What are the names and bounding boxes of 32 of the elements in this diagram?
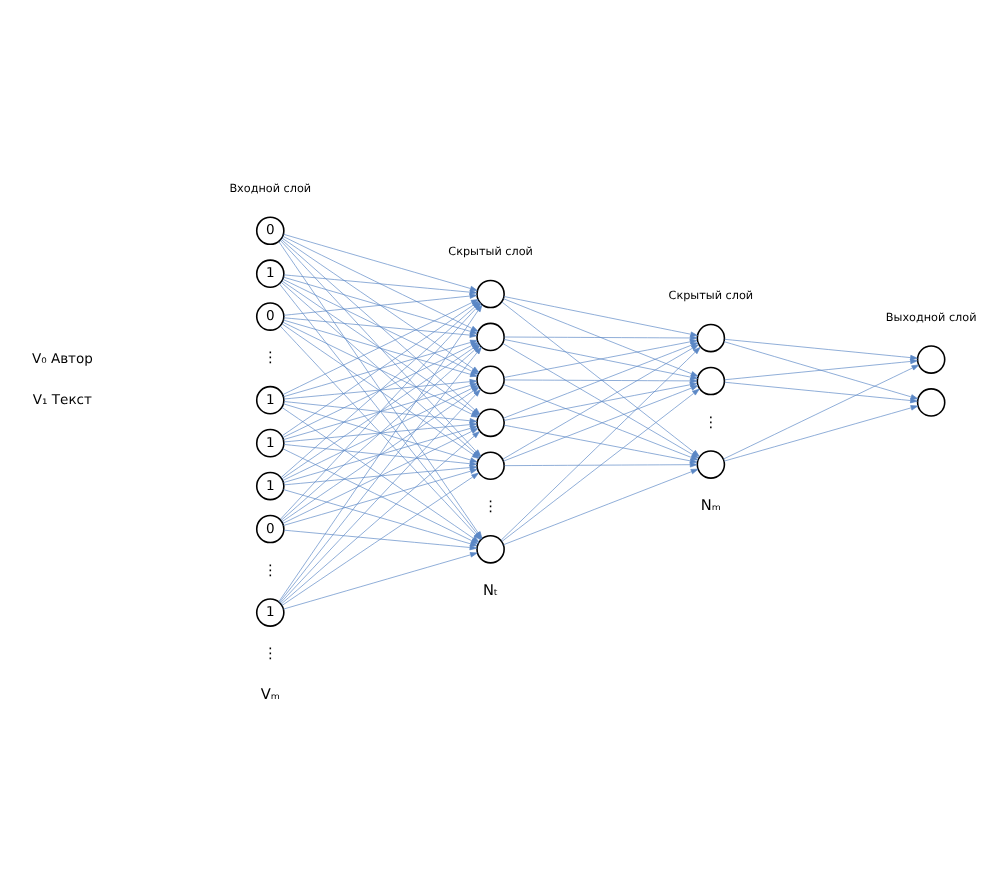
arrow [283, 424, 478, 482]
arrow [504, 334, 698, 340]
arrow [724, 337, 918, 360]
arrow [283, 232, 478, 291]
arrow [503, 297, 699, 376]
arrow [283, 467, 478, 525]
node-circle [476, 534, 505, 563]
node-circle [696, 365, 726, 395]
arrow [283, 316, 478, 337]
node-circle [476, 364, 505, 394]
arrow [504, 461, 698, 467]
arrow [504, 377, 698, 383]
arrow [723, 340, 919, 399]
arrow [283, 273, 478, 294]
arrow [723, 404, 919, 461]
arrow [723, 363, 920, 459]
node-circle [476, 407, 505, 437]
node-circle [696, 449, 726, 478]
arrow [283, 463, 478, 485]
arrow [283, 443, 478, 466]
arrow [283, 551, 478, 609]
node-circle [916, 344, 946, 373]
node-circle [696, 322, 726, 352]
arrow [503, 467, 699, 545]
arrow [724, 380, 918, 403]
arrow [724, 357, 918, 380]
arrow [503, 295, 698, 336]
node-circle [476, 321, 505, 351]
arrow [503, 341, 699, 418]
arrow [283, 420, 478, 442]
arrow [503, 381, 698, 420]
node-circle [916, 387, 946, 416]
